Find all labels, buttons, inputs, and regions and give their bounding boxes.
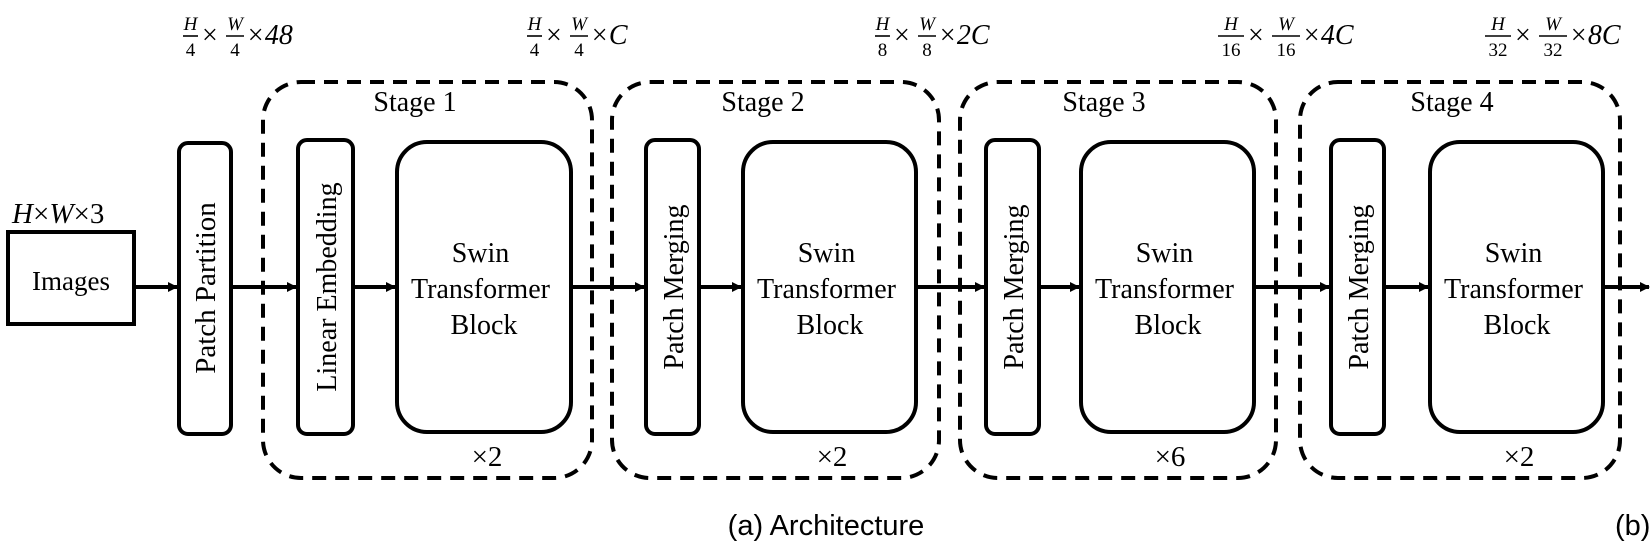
- dim-1-times: ×: [546, 20, 562, 51]
- stage-3-title: Stage 3: [1062, 87, 1145, 118]
- stage-2-repeat: ×2: [817, 441, 848, 473]
- dim-3-den2: 16: [1277, 40, 1296, 61]
- dim-2-num1: H: [875, 14, 891, 35]
- dim-2-den1: 8: [878, 40, 888, 61]
- stage-3-frame: [958, 80, 1278, 480]
- stage-4-patch-merging-label: Patch Merging: [1344, 204, 1375, 369]
- dim-3-den1: 16: [1222, 40, 1241, 61]
- dim-4-times: ×: [1515, 20, 1531, 51]
- dim-0-num2: W: [227, 14, 245, 35]
- dim-3-num2: W: [1278, 14, 1296, 35]
- dim-2-den2: 8: [922, 40, 932, 61]
- stage-3-patch-merging-label: Patch Merging: [999, 204, 1030, 369]
- input-dims: H×W×3: [11, 198, 104, 230]
- dim-4-num1: H: [1490, 14, 1506, 35]
- stage-2-title: Stage 2: [721, 87, 804, 118]
- dim-3-suffix: ×4C: [1302, 20, 1354, 51]
- stage-2-frame: [610, 80, 941, 480]
- dim-2-suffix: ×2C: [938, 20, 990, 51]
- dim-3-num1: H: [1223, 14, 1239, 35]
- stage-3: Stage 3 Patch Merging Swin Transformer B…: [958, 80, 1278, 480]
- dim-0-den2: 4: [230, 40, 240, 61]
- dim-4-num2: W: [1545, 14, 1563, 35]
- dim-4-den2: 32: [1544, 40, 1563, 61]
- stage-3-swin-block-label: Swin Transformer Block: [1095, 238, 1241, 341]
- stage-4-swin-block-label: Swin Transformer Block: [1444, 238, 1590, 341]
- images-box: [6, 230, 136, 326]
- dim-0-den1: 4: [186, 40, 196, 61]
- dim-1-den1: 4: [530, 40, 540, 61]
- stage-4-frame: [1298, 80, 1622, 480]
- stage-4-repeat: ×2: [1504, 441, 1535, 473]
- stage-3-repeat: ×6: [1155, 441, 1186, 473]
- stage-1-frame: [261, 80, 594, 480]
- caption-b: (b): [1615, 510, 1650, 542]
- stage-1: Stage 1 Linear Embedding Swin Transforme…: [261, 80, 594, 480]
- dim-1-num2: W: [571, 14, 589, 35]
- stage-4-title: Stage 4: [1410, 87, 1493, 118]
- stage-1-title: Stage 1: [373, 87, 456, 118]
- dim-3-times: ×: [1248, 20, 1264, 51]
- linear-embedding-label: Linear Embedding: [312, 182, 343, 391]
- dim-2-num2: W: [919, 14, 937, 35]
- dim-1-suffix: ×C: [590, 20, 628, 51]
- images-label: Images: [32, 266, 110, 296]
- dim-1-num1: H: [527, 14, 543, 35]
- stage-2-swin-block-label: Swin Transformer Block: [757, 238, 903, 341]
- stage-1-repeat: ×2: [472, 441, 503, 473]
- patch-partition-label: Patch Partition: [190, 202, 222, 374]
- dim-1-den2: 4: [574, 40, 584, 61]
- stage-2: Stage 2 Patch Merging Swin Transformer B…: [610, 80, 941, 480]
- dim-0-times: ×: [202, 20, 218, 51]
- stage-4: Stage 4 Patch Merging Swin Transformer B…: [1298, 80, 1622, 480]
- dim-0-suffix: ×48: [246, 20, 293, 51]
- dimension-annotations: H 4 × W 4 ×48 H 4 × W 4 ×C H 8 × W 8 ×2C H 16 × W 16 ×4C H 32 × W 32…: [183, 14, 1621, 61]
- dim-4-suffix: ×8C: [1569, 20, 1621, 51]
- dim-2-times: ×: [894, 20, 910, 51]
- stage-2-patch-merging-label: Patch Merging: [659, 204, 690, 369]
- dim-0-num1: H: [183, 14, 199, 35]
- stage-1-swin-block-label: Swin Transformer Block: [411, 238, 557, 341]
- caption-architecture: (a) Architecture: [728, 510, 925, 542]
- dim-4-den1: 32: [1489, 40, 1508, 61]
